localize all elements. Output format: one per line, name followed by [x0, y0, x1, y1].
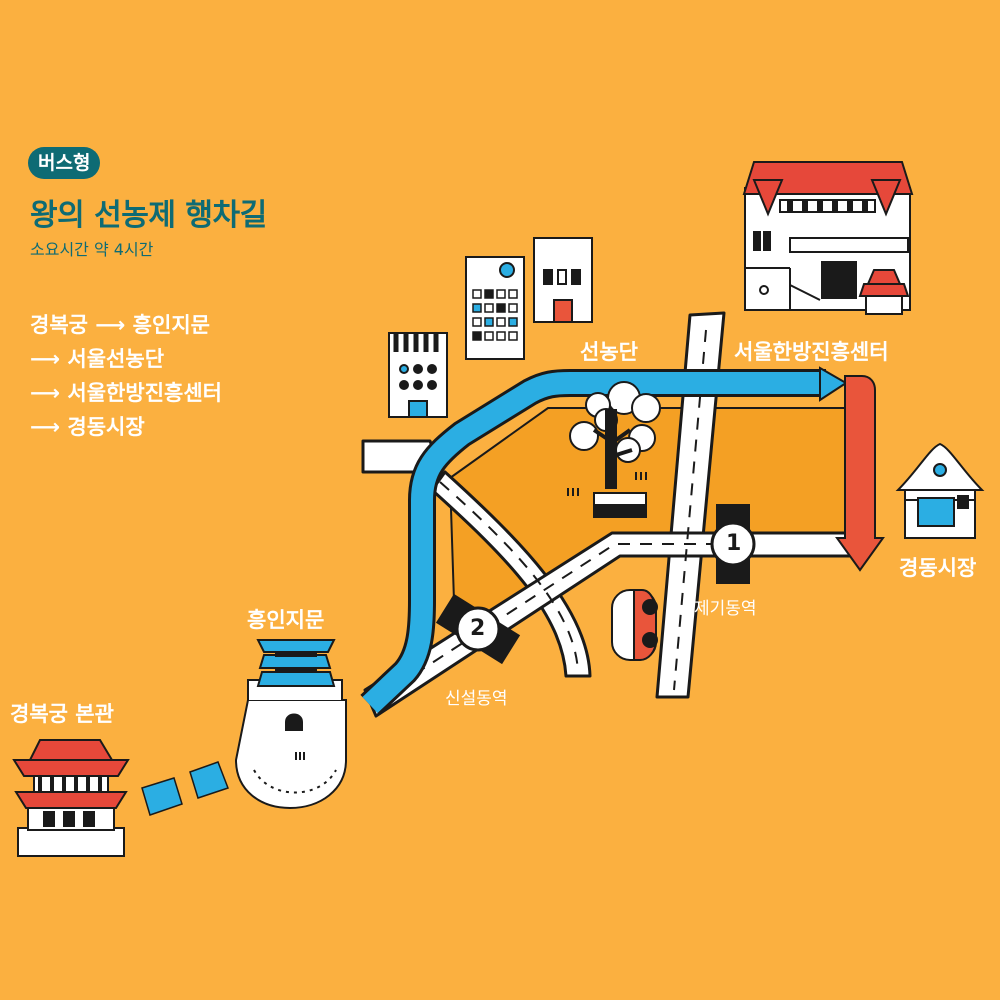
- place-label-gyeongbokgung: 경복궁 본관: [10, 702, 114, 726]
- place-label-hanbang-center: 서울한방진흥센터: [734, 340, 889, 364]
- route-connector: [141, 761, 229, 816]
- page-title: 왕의 선농제 행차길: [30, 198, 267, 233]
- route-step: ⟶ 서울선농단: [30, 347, 165, 371]
- route-arrow-icon: [819, 366, 848, 402]
- tree-icon: [567, 381, 661, 518]
- place-label-heunginjimun: 흥인지문: [247, 608, 325, 632]
- route-step: 경복궁 ⟶ 흥인지문: [30, 313, 210, 337]
- road-curve: [430, 470, 592, 678]
- station-name-jegi: 제기동역: [694, 599, 757, 619]
- place-label-seonnongdan: 선농단: [580, 340, 638, 364]
- building-icon: [388, 237, 593, 418]
- car-icon: [611, 589, 658, 661]
- gate-icon: [234, 639, 347, 810]
- station-marker-1: [710, 504, 756, 584]
- station-name-sinseol: 신설동역: [445, 689, 508, 709]
- route-step: ⟶ 서울한방진흥센터: [30, 381, 222, 405]
- palace-icon: [12, 739, 130, 857]
- market-icon: [895, 442, 985, 539]
- road-center-lines: [374, 329, 740, 701]
- road-north-south: [655, 311, 726, 699]
- category-badge: 버스형: [28, 147, 101, 179]
- duration-text: 소요시간 약 4시간: [30, 240, 154, 259]
- hanbang-center-building-icon: [742, 161, 914, 315]
- route-step: ⟶ 경동시장: [30, 415, 145, 439]
- route-steps-list: 경복궁 ⟶ 흥인지문 ⟶ 서울선농단 ⟶ 서울한방진흥센터 ⟶ 경동시장: [30, 308, 222, 444]
- station-marker-2: [435, 593, 521, 665]
- station-number-2: 2: [470, 616, 486, 641]
- place-label-gyeongdong-market: 경동시장: [899, 556, 977, 580]
- route-red-path: [835, 375, 885, 572]
- station-number-1: 1: [726, 531, 742, 556]
